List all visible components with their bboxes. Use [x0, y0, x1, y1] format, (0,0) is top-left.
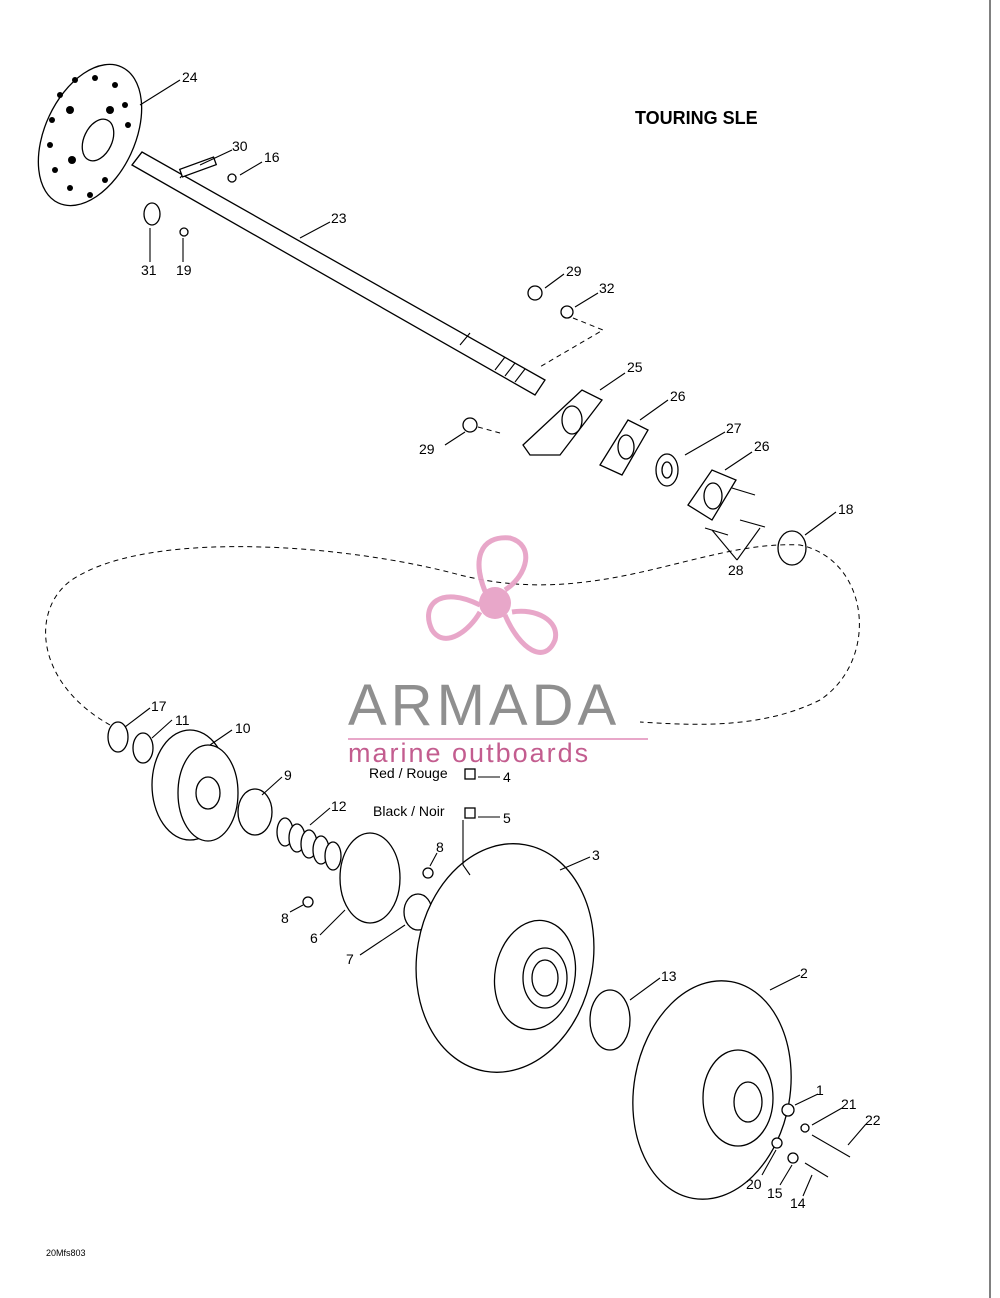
- watermark-brand: ARMADA: [348, 673, 620, 738]
- callout-32: 32: [599, 280, 615, 296]
- callout-29-lower: 29: [419, 441, 435, 457]
- callout-numbers: 24 30 16 23 31 19 29 32 25 26 27 26 29 1…: [141, 69, 881, 1211]
- washer-1: [781, 1103, 795, 1117]
- callout-4: 4: [503, 769, 511, 785]
- callout-31: 31: [141, 262, 157, 278]
- black-adjuster: [464, 807, 476, 819]
- callout-17: 17: [151, 698, 167, 714]
- watermark: ARMADA marine outboards: [348, 535, 648, 768]
- cam: [151, 729, 239, 842]
- callout-8-right: 8: [436, 839, 444, 855]
- callout-8-left: 8: [281, 910, 289, 926]
- callout-18: 18: [838, 501, 854, 517]
- callout-25: 25: [627, 359, 643, 375]
- thrust-washer: [589, 989, 631, 1051]
- bolt: [811, 1134, 851, 1158]
- bearing-flange: [522, 389, 603, 456]
- drawing-code: 20Mfs803: [46, 1248, 86, 1258]
- callout-20: 20: [746, 1176, 762, 1192]
- propeller-logo-icon: [426, 535, 559, 655]
- watermark-subtitle: marine outboards: [348, 738, 590, 768]
- bolt-lower: [704, 527, 729, 536]
- sleeve: [339, 832, 401, 924]
- bearing: [655, 453, 679, 487]
- small-fitting: [179, 227, 189, 237]
- nut-assembly-path-2: [477, 426, 501, 434]
- callout-23: 23: [331, 210, 347, 226]
- bearing-plate-lower: [687, 469, 737, 521]
- bearing-plate-upper: [599, 419, 649, 476]
- callout-22: 22: [865, 1112, 881, 1128]
- callout-6: 6: [310, 930, 318, 946]
- retaining-ring: [143, 202, 161, 226]
- callout-29-upper: 29: [566, 263, 582, 279]
- sliding-half-sheave: [415, 843, 595, 1073]
- nut-15: [787, 1152, 799, 1164]
- callout-15: 15: [767, 1185, 783, 1201]
- callout-13: 13: [661, 968, 677, 984]
- snap-ring: [107, 721, 129, 753]
- slider-button-1: [302, 896, 314, 908]
- washer-20: [771, 1137, 783, 1149]
- callout-26-upper: 26: [670, 388, 686, 404]
- callout-19: 19: [176, 262, 192, 278]
- callout-21: 21: [841, 1096, 857, 1112]
- drive-shaft: [131, 151, 546, 396]
- adjuster-arrow: [462, 820, 471, 876]
- callout-11: 11: [175, 712, 190, 728]
- slider-button-2: [422, 867, 434, 879]
- red-note: Red / Rouge: [369, 765, 448, 781]
- nut-lower: [462, 417, 478, 433]
- diagram-title: TOURING SLE: [635, 108, 758, 128]
- callout-14: 14: [790, 1195, 806, 1211]
- spring: [276, 817, 342, 871]
- bolt-upper: [731, 487, 756, 496]
- callout-9: 9: [284, 767, 292, 783]
- callout-5: 5: [503, 810, 511, 826]
- washer: [560, 305, 574, 319]
- screw-14: [804, 1162, 829, 1178]
- callout-30: 30: [232, 138, 248, 154]
- callout-7: 7: [346, 951, 354, 967]
- set-screw: [227, 173, 237, 183]
- callout-26-lower: 26: [754, 438, 770, 454]
- brake-disc: [37, 63, 143, 207]
- callout-3: 3: [592, 847, 600, 863]
- o-ring: [777, 530, 807, 566]
- cam-bushing: [237, 788, 273, 836]
- callout-16: 16: [264, 149, 280, 165]
- lock-washer: [800, 1123, 810, 1133]
- callout-1: 1: [816, 1082, 824, 1098]
- nut-assembly-path: [537, 317, 605, 369]
- callout-2: 2: [800, 965, 808, 981]
- callout-24: 24: [182, 69, 198, 85]
- black-note: Black / Noir: [373, 803, 445, 819]
- nut-upper: [527, 285, 543, 301]
- callout-12: 12: [331, 798, 347, 814]
- callout-28: 28: [728, 562, 744, 578]
- spacer-ring: [132, 732, 154, 764]
- fixed-half-sheave: [632, 980, 792, 1200]
- red-adjuster: [464, 768, 476, 780]
- leader-lines: [124, 79, 867, 1197]
- callout-10: 10: [235, 720, 251, 736]
- bolt-middle: [739, 519, 766, 528]
- callout-27: 27: [726, 420, 742, 436]
